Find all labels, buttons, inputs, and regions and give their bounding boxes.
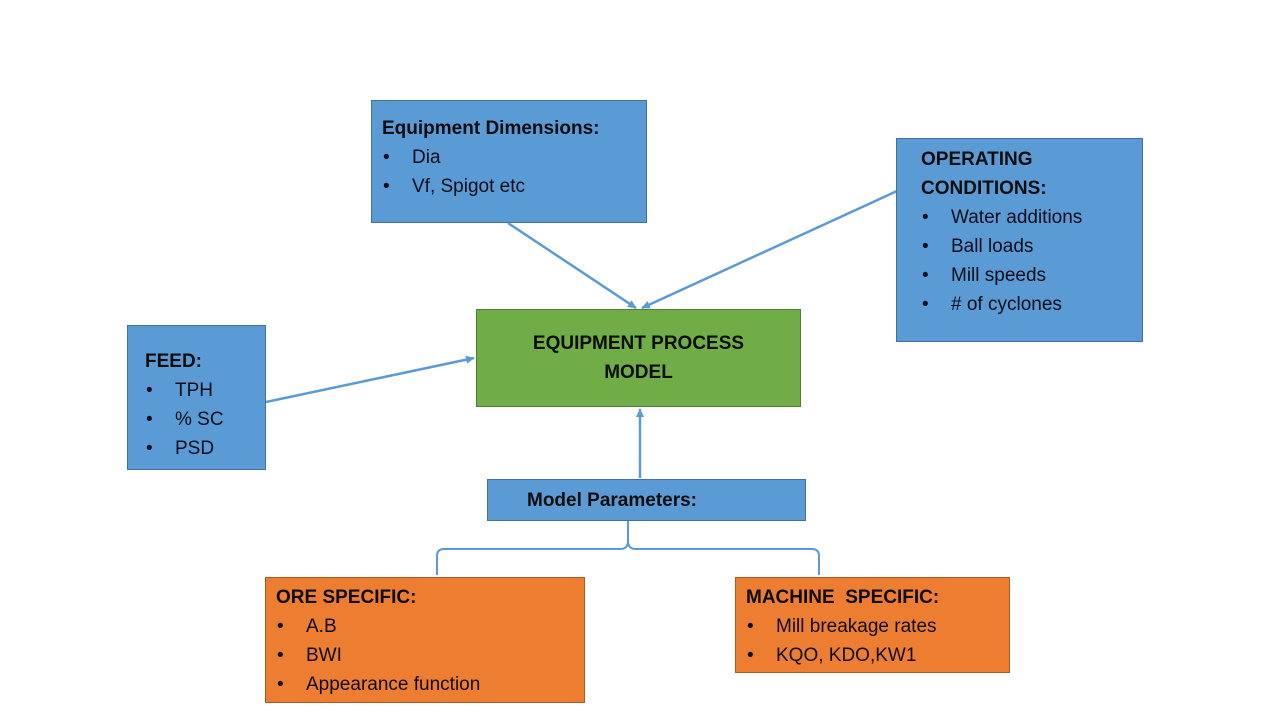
- equipment-process-model-box: EQUIPMENT PROCESS MODEL: [476, 309, 801, 407]
- feed-box: FEED: •TPH •% SC •PSD: [127, 325, 266, 470]
- brace-connector: [436, 521, 820, 575]
- arrow-operating-to-model: [641, 189, 898, 310]
- feed-title: FEED:: [145, 351, 202, 372]
- operating-conditions-list: •Water additions •Ball loads •Mill speed…: [921, 203, 1142, 319]
- list-item: •TPH: [146, 380, 213, 401]
- list-item: •# of cyclones: [922, 294, 1062, 315]
- equipment-dimensions-list: •Dia •Vf, Spigot etc: [382, 143, 646, 201]
- operating-conditions-title-line2: CONDITIONS:: [921, 178, 1047, 199]
- equipment-dimensions-box: Equipment Dimensions: •Dia •Vf, Spigot e…: [371, 100, 647, 223]
- list-item: •Vf, Spigot etc: [383, 176, 526, 197]
- list-item: •Water additions: [922, 207, 1083, 228]
- list-item: •Ball loads: [922, 236, 1034, 257]
- arrow-dimensions-to-model: [507, 221, 637, 310]
- operating-conditions-title-line1: OPERATING: [921, 149, 1033, 170]
- model-parameters-box: Model Parameters:: [487, 479, 806, 521]
- list-item: •Mill speeds: [922, 265, 1047, 286]
- list-item: •BWI: [277, 645, 342, 666]
- list-item: •Mill breakage rates: [747, 616, 937, 637]
- equipment-dimensions-title: Equipment Dimensions:: [382, 118, 600, 139]
- list-item: •A.B: [277, 616, 337, 637]
- list-item: •Appearance function: [277, 674, 481, 695]
- feed-list: •TPH •% SC •PSD: [145, 376, 265, 463]
- machine-specific-title: MACHINE SPECIFIC:: [746, 587, 940, 608]
- list-item: •Dia: [383, 147, 441, 168]
- process-model-line2: MODEL: [604, 362, 673, 383]
- list-item: •% SC: [146, 409, 224, 430]
- model-parameters-title: Model Parameters:: [527, 490, 698, 511]
- process-model-line1: EQUIPMENT PROCESS: [532, 333, 745, 354]
- machine-specific-list: •Mill breakage rates •KQO, KDO,KW1: [746, 612, 1009, 670]
- ore-specific-list: •A.B •BWI •Appearance function: [276, 612, 584, 699]
- arrow-feed-to-model: [265, 355, 475, 404]
- list-item: •PSD: [146, 438, 215, 459]
- list-item: •KQO, KDO,KW1: [747, 645, 917, 666]
- ore-specific-box: ORE SPECIFIC: •A.B •BWI •Appearance func…: [265, 577, 585, 703]
- ore-specific-title: ORE SPECIFIC:: [276, 587, 417, 608]
- operating-conditions-box: OPERATING CONDITIONS: •Water additions •…: [896, 138, 1143, 342]
- machine-specific-box: MACHINE SPECIFIC: •Mill breakage rates •…: [735, 577, 1010, 673]
